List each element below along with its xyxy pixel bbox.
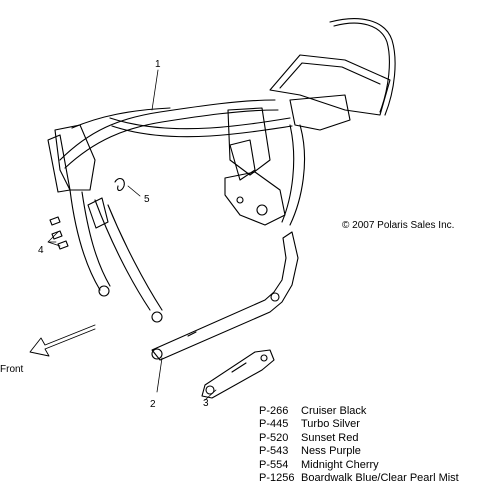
color-code: P-1256 bbox=[259, 472, 295, 485]
color-name: Turbo Silver bbox=[301, 418, 360, 431]
legend-row: P-445 Turbo Silver bbox=[259, 418, 459, 431]
callout-5: 5 bbox=[144, 194, 150, 205]
color-name: Midnight Cherry bbox=[301, 458, 379, 471]
callout-1: 1 bbox=[155, 59, 161, 70]
color-name: Sunset Red bbox=[301, 431, 359, 444]
lower-rail bbox=[151, 231, 299, 361]
main-frame bbox=[47, 18, 396, 323]
front-arrow-icon bbox=[29, 324, 96, 357]
legend-row: P-1256 Boardwalk Blue/Clear Pearl Mist bbox=[259, 472, 459, 485]
copyright-notice: © 2007 Polaris Sales Inc. bbox=[342, 220, 455, 231]
color-name: Ness Purple bbox=[301, 445, 361, 458]
link-bar bbox=[201, 349, 275, 399]
color-code: P-266 bbox=[259, 405, 289, 417]
legend-row: P-543 Ness Purple bbox=[259, 445, 459, 458]
color-name: Boardwalk Blue/Clear Pearl Mist bbox=[301, 472, 459, 485]
clip bbox=[114, 177, 125, 192]
color-legend: P-266 Cruiser Black P-445 Turbo Silver P-5… bbox=[259, 405, 459, 485]
legend-row: P-554 Midnight Cherry bbox=[259, 459, 459, 472]
callout-3: 3 bbox=[203, 398, 209, 409]
color-name: Cruiser Black bbox=[301, 405, 367, 417]
color-code: P-520 bbox=[259, 431, 289, 444]
color-code: P-554 bbox=[259, 458, 289, 471]
legend-row: P-266 Cruiser Black bbox=[259, 405, 459, 418]
leader-lines bbox=[47, 69, 217, 401]
callout-labels: 1 2 3 4 5 bbox=[38, 59, 209, 410]
callout-4: 4 bbox=[38, 245, 44, 256]
front-direction-label: Front bbox=[0, 364, 24, 375]
bolts bbox=[49, 216, 69, 250]
callout-2: 2 bbox=[150, 399, 156, 410]
legend-row: P-520 Sunset Red bbox=[259, 432, 459, 445]
color-code: P-445 bbox=[259, 418, 289, 431]
color-code: P-543 bbox=[259, 445, 289, 458]
